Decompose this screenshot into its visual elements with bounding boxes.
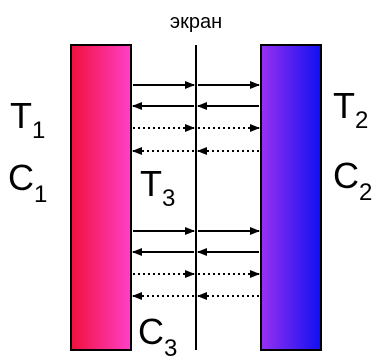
screen-capacity-label: C3 <box>138 311 177 360</box>
screen-temperature-symbol: T <box>140 163 162 204</box>
screen-label: экран <box>170 11 222 33</box>
right-body-plate <box>260 44 322 351</box>
right-temperature-symbol: T <box>333 85 355 126</box>
right-temperature-label: T2 <box>333 85 368 134</box>
screen-capacity-subscript: 3 <box>164 335 177 360</box>
screen-temperature-label: T3 <box>140 163 175 212</box>
radiation-arrows <box>132 81 260 300</box>
left-temperature-label: T1 <box>10 95 45 144</box>
left-capacity-subscript: 1 <box>34 181 47 208</box>
right-capacity-subscript: 2 <box>359 179 372 206</box>
left-temperature-symbol: T <box>10 95 32 136</box>
screen-capacity-symbol: C <box>138 311 164 352</box>
left-capacity-label: C1 <box>8 157 47 208</box>
left-capacity-symbol: C <box>8 157 34 198</box>
right-capacity-symbol: C <box>333 155 359 196</box>
right-capacity-label: C2 <box>333 155 372 206</box>
left-temperature-subscript: 1 <box>32 117 45 144</box>
left-body-plate <box>70 44 132 351</box>
screen-temperature-subscript: 3 <box>162 185 175 212</box>
right-temperature-subscript: 2 <box>355 107 368 134</box>
